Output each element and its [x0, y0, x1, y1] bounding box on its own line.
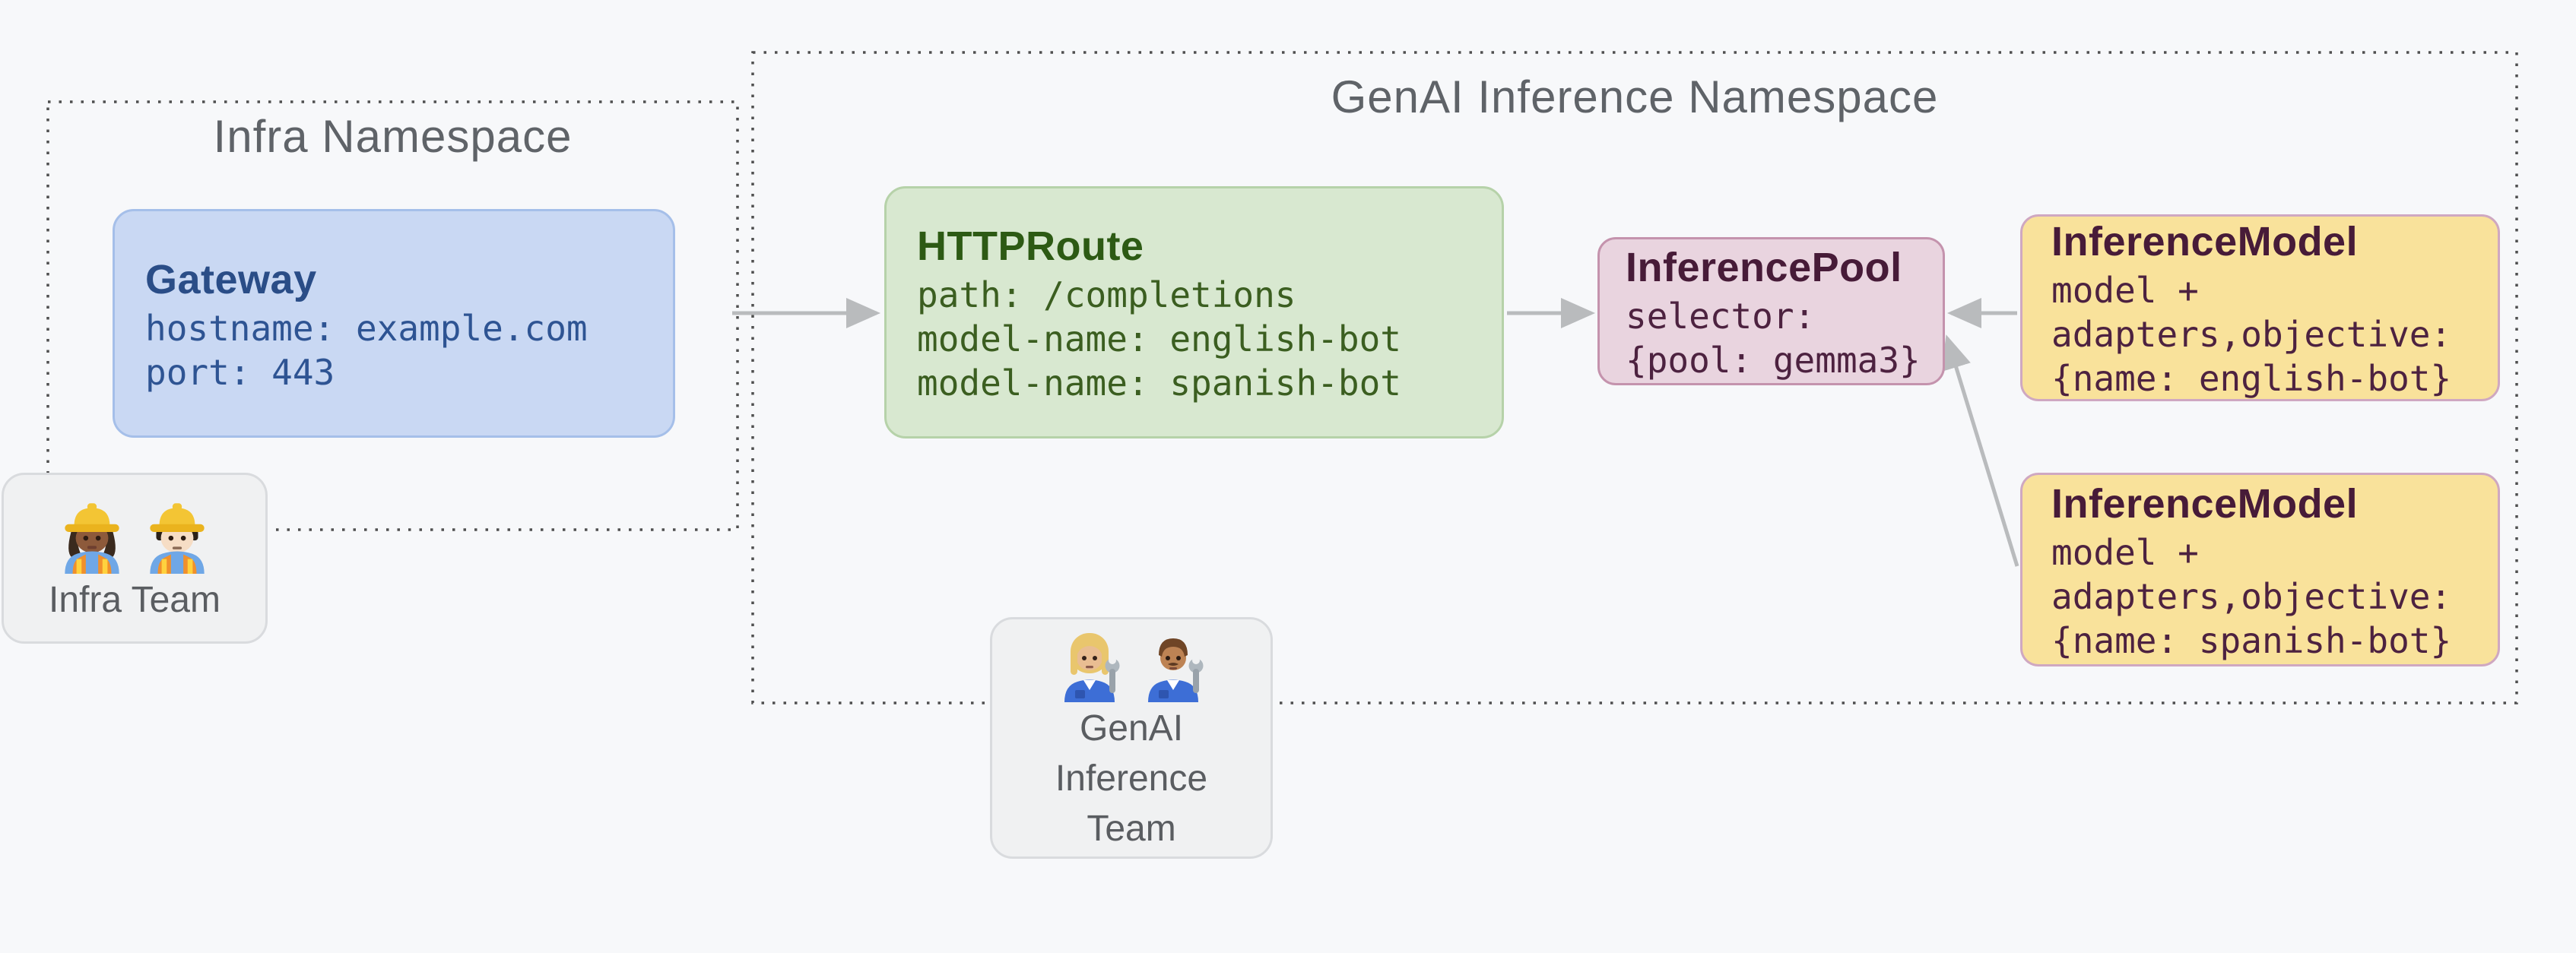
- infra-namespace-title: Infra Namespace: [213, 111, 573, 162]
- gateway-title: Gateway: [145, 256, 317, 302]
- gateway-hostname-line: hostname: example.com: [145, 307, 588, 349]
- inference-model-english-line-2: adapters,objective:: [2051, 314, 2452, 355]
- httproute-node: HTTPRoute path: /completions model-name:…: [884, 186, 1504, 439]
- inference-model-spanish-title: InferenceModel: [2051, 480, 2359, 527]
- genai-team-card: GenAI Inference Team: [990, 617, 1273, 859]
- inference-model-spanish-line-1: model +: [2051, 531, 2199, 573]
- woman-mechanic-emoji: [1064, 633, 1120, 702]
- inference-model-english-title: InferenceModel: [2051, 219, 2359, 264]
- genai-team-label-line-1: GenAI: [1079, 708, 1184, 749]
- inference-model-english-line-1: model +: [2051, 270, 2199, 311]
- gateway-port-line: port: 443: [145, 351, 335, 393]
- inference-pool-selector-line: selector:: [1626, 295, 1816, 337]
- arrow-inferencemodel-spanish-to-inferencepool: [1941, 334, 2019, 567]
- genai-team-label-line-2: Inference: [1055, 758, 1208, 799]
- inference-pool-title: InferencePool: [1626, 244, 1902, 290]
- inference-model-spanish-node: InferenceModel model + adapters,objectiv…: [2020, 473, 2500, 666]
- inference-model-spanish-line-3: {name: spanish-bot}: [2051, 619, 2452, 661]
- inference-model-spanish-line-2: adapters,objective:: [2051, 575, 2452, 617]
- infra-team-card: Infra Team: [2, 473, 268, 644]
- genai-namespace-title: GenAI Inference Namespace: [1331, 71, 1939, 122]
- genai-team-label-line-3: Team: [1087, 809, 1176, 849]
- httproute-model-spanish-line: model-name: spanish-bot: [917, 363, 1401, 404]
- infra-team-label: Infra Team: [49, 579, 220, 620]
- httproute-title: HTTPRoute: [917, 223, 1144, 269]
- inference-model-english-node: InferenceModel model + adapters,objectiv…: [2020, 214, 2500, 401]
- inference-model-english-line-3: {name: english-bot}: [2051, 358, 2452, 399]
- gateway-node: Gateway hostname: example.com port: 443: [113, 209, 675, 438]
- inference-pool-pool-line: {pool: gemma3}: [1626, 339, 1921, 381]
- genai-namespace-border: [751, 51, 2518, 704]
- woman-construction-worker-emoji: [65, 502, 119, 574]
- httproute-path-line: path: /completions: [917, 274, 1296, 315]
- inference-pool-node: InferencePool selector: {pool: gemma3}: [1597, 237, 1945, 385]
- httproute-model-english-line: model-name: english-bot: [917, 318, 1401, 359]
- man-construction-worker-emoji: [150, 502, 205, 574]
- genai-team-emoji-row: [1052, 623, 1211, 702]
- man-mechanic-emoji: [1148, 638, 1204, 702]
- infra-team-emoji-row: [53, 493, 216, 574]
